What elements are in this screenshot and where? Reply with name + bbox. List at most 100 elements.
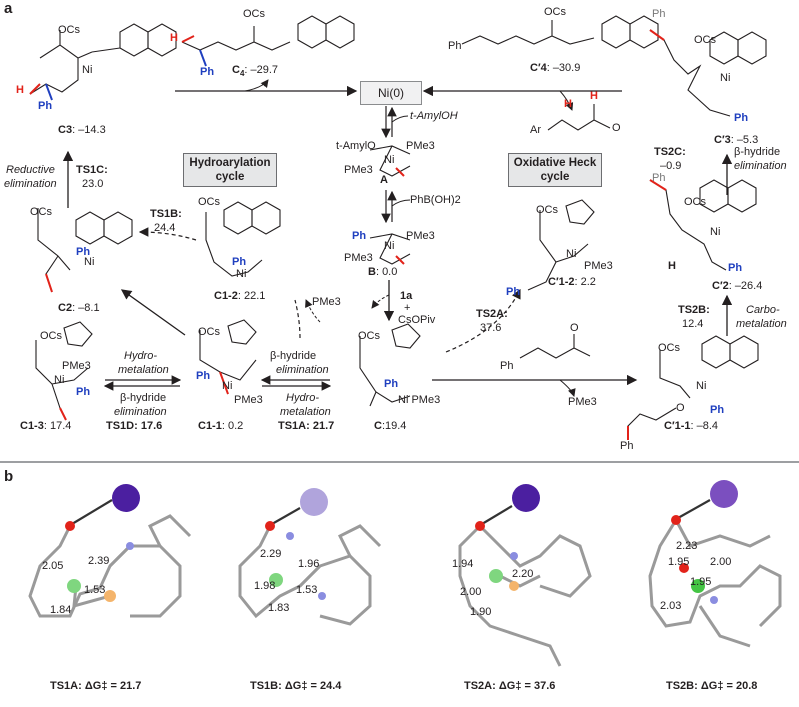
c12-ph-label: Ph: [232, 256, 247, 268]
carbometalation-line2: metalation: [736, 318, 787, 330]
cp12-ocs-label: OCs: [536, 204, 558, 216]
ts2c-value: –0.9: [660, 160, 682, 172]
c12-ni-label: Ni: [236, 268, 247, 280]
cp2-caption: C′2: –26.4: [712, 280, 763, 292]
ts1a-ni-atom: [67, 579, 81, 593]
ts1b-dist-2: 1.96: [298, 558, 320, 570]
ts1a-caption: TS1A: ΔG‡ = 21.7: [50, 680, 142, 692]
b-ni-label: Ni: [384, 240, 395, 252]
ts1a-dist-2: 2.39: [88, 555, 110, 567]
c3p-caption: C′3: –5.3: [714, 134, 759, 146]
c4-ocs-label: OCs: [243, 8, 265, 20]
oxidative-heck-cycle-line2: cycle: [540, 171, 570, 183]
beta-hydride-left-line2: elimination: [114, 406, 167, 418]
c3p-ocs-label: OCs: [694, 34, 716, 46]
c3-ocs-label: OCs: [58, 24, 80, 36]
pme3-loss-right: PMe3: [568, 396, 597, 408]
c12-ocs-label: OCs: [198, 196, 220, 208]
phboronic-reagent: PhB(OH)2: [410, 194, 461, 206]
reductive-elimination-line1: Reductive: [6, 164, 55, 176]
c11-caption: C1-1: 0.2: [198, 420, 244, 432]
c13-ph-label: Ph: [76, 386, 91, 398]
ts1b-cs-atom: [300, 488, 328, 516]
c2-ph-label: Ph: [76, 246, 91, 258]
ni0-catalyst-box: Ni(0): [360, 81, 422, 105]
cp2-ph-label: Ph: [728, 262, 743, 274]
a-ni-label: Ni: [384, 154, 395, 166]
hydroarylation-cycle-box: Hydroarylation cycle: [183, 153, 277, 187]
hydrometalation-left-line1: Hydro-: [124, 350, 158, 362]
ts2a-dist-2: 2.20: [512, 568, 534, 580]
b-caption: B: 0.0: [368, 266, 398, 278]
c4-h-label: H: [170, 32, 178, 44]
ts2a-dist-4: 1.90: [470, 606, 492, 618]
carbometalation-line1: Carbo-: [746, 304, 780, 316]
c3-caption: C3: –14.3: [58, 124, 106, 136]
panel-a-scheme: [29, 15, 767, 440]
reductive-elimination-line2: elimination: [4, 178, 57, 190]
c3-ni-label: Ni: [82, 64, 93, 76]
aldehyde-h2-label: H: [590, 90, 598, 102]
c13-ocs-label: OCs: [40, 330, 62, 342]
cp11-caption: C′1-1: –8.4: [664, 420, 719, 432]
reagent-csopiv: CsOPiv: [398, 314, 436, 326]
ts2a-label: TS2A:: [476, 308, 508, 320]
cp11-ni-label: Ni: [696, 380, 707, 392]
ts1b-value: 24.4: [154, 222, 176, 234]
ts2b-n-atom: [710, 596, 718, 604]
c3p-ph-top-label: Ph: [652, 8, 666, 20]
cinnamaldehyde-ph-label: Ph: [500, 360, 514, 372]
c2-ni-label: Ni: [84, 256, 95, 268]
ts1a-o-atom: [65, 521, 75, 531]
c13-pme3-label: PMe3: [62, 360, 91, 372]
panel-separator: [0, 461, 799, 463]
ts1b-dist-4: 1.53: [296, 584, 318, 596]
c11-pme3-label: PMe3: [234, 394, 263, 406]
c11-ocs-label: OCs: [198, 326, 220, 338]
ts1a-label: TS1A: 21.7: [278, 420, 335, 432]
ts2a-dist-1: 1.94: [452, 558, 474, 570]
c-ph-label: Ph: [384, 378, 399, 390]
panel-b-structures: [28, 480, 782, 667]
b-pme3-label: PMe3: [406, 230, 435, 242]
cp2-ni-label: Ni: [710, 226, 721, 238]
c3p-ni-label: Ni: [720, 72, 731, 84]
hydrometalation-mid-line2: metalation: [280, 406, 331, 418]
ts1a-cs-atom: [112, 484, 140, 512]
cp12-ni-label: Ni: [566, 248, 577, 260]
c11-ni-label: Ni: [222, 380, 233, 392]
ts1b-o-atom: [265, 521, 275, 531]
ts2b-cs-atom: [710, 480, 738, 508]
cp12-caption: C′1-2: 2.2: [548, 276, 596, 288]
ts2b-dist-5: 2.03: [660, 600, 682, 612]
cp11-ph-bottom-label: Ph: [620, 440, 634, 452]
ts1d-label: TS1D: 17.6: [106, 420, 163, 432]
ts2a-caption: TS2A: ΔG‡ = 37.6: [464, 680, 556, 692]
hydroarylation-cycle-line1: Hydroarylation: [189, 157, 271, 169]
hydrometalation-left-line2: metalation: [118, 364, 169, 376]
ts2b-o2-atom: [679, 563, 689, 573]
ts1b-structure: [238, 488, 382, 626]
ts1b-ni-atom: [269, 573, 283, 587]
ts1b-label: TS1B:: [150, 208, 182, 220]
cp2-ph-top-label: Ph: [652, 172, 666, 184]
ts2b-caption: TS2B: ΔG‡ = 20.8: [666, 680, 758, 692]
c4p-ocs-label: OCs: [544, 6, 566, 18]
c2-ocs-label: OCs: [30, 206, 52, 218]
ni0-label: Ni(0): [378, 86, 404, 100]
ts1a-structure: [28, 484, 192, 618]
ts2b-value: 12.4: [682, 318, 704, 330]
beta-hydride-right-line2: elimination: [734, 160, 787, 172]
ts2a-dist-3: 2.00: [460, 586, 482, 598]
aldehyde-ar-label: Ar: [530, 124, 541, 136]
reagent-1a: 1a: [400, 290, 413, 302]
c-ni-pme3-label: Ni PMe3: [398, 394, 441, 406]
ts1b-dist-3: 1.98: [254, 580, 276, 592]
a-pme3-label: PMe3: [406, 140, 435, 152]
ts1a-dist-3: 1.53: [84, 584, 106, 596]
c4-caption: C4: –29.7: [232, 64, 279, 79]
c12-caption: C1-2: 22.1: [214, 290, 266, 302]
cinnamaldehyde-o-label: O: [570, 322, 579, 334]
c3p-ph-label: Ph: [734, 112, 749, 124]
ts2c-label: TS2C:: [654, 146, 686, 158]
